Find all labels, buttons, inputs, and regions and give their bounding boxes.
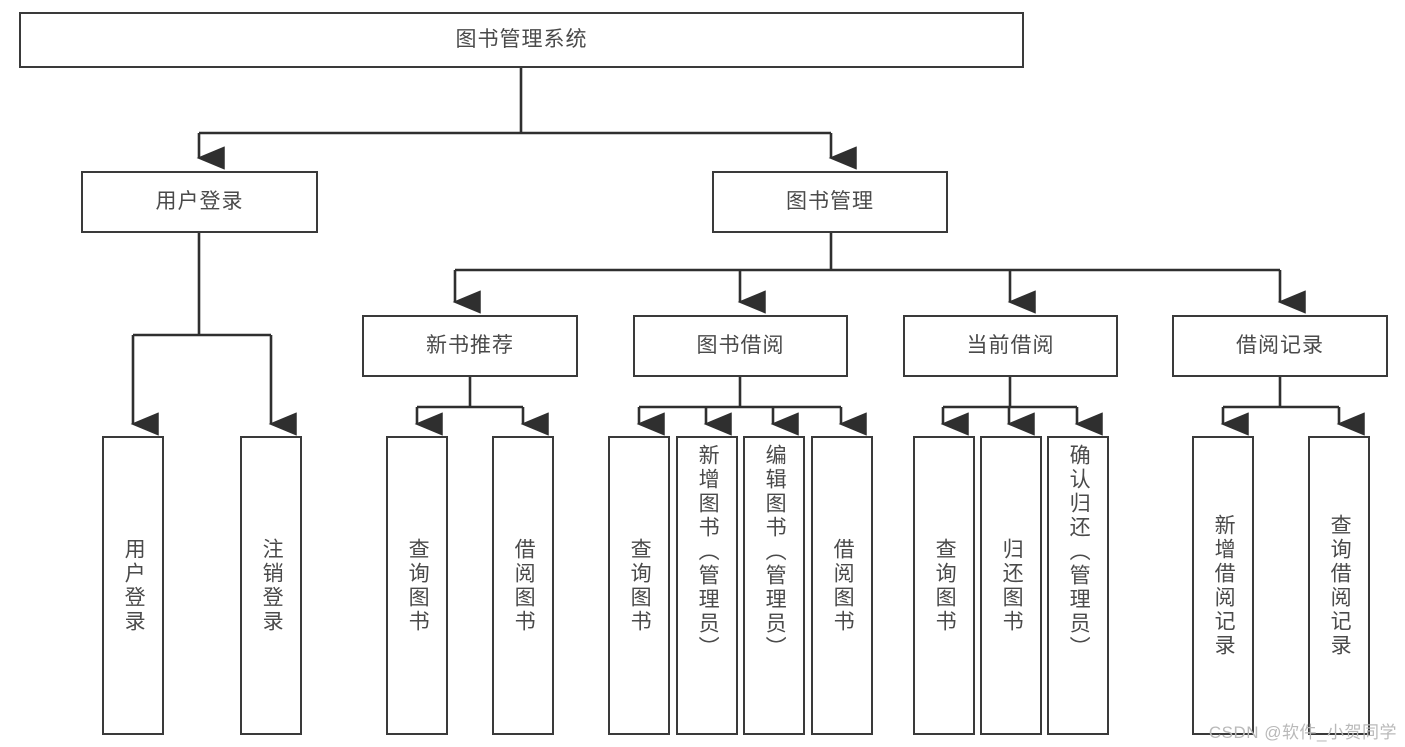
node-borrow-record[interactable]: 借阅记录 — [1172, 315, 1388, 377]
leaf-book-borrow-query[interactable]: 查询图书 — [608, 436, 670, 735]
leaf-user-login-login[interactable]: 用户登录 — [102, 436, 164, 735]
node-new-book-recommend[interactable]: 新书推荐 — [362, 315, 578, 377]
leaf-user-login-logout[interactable]: 注销登录 — [240, 436, 302, 735]
leaf-current-borrow-confirm-return[interactable]: 确认归还（管理员） — [1047, 436, 1109, 735]
leaf-book-borrow-add[interactable]: 新增图书（管理员） — [676, 436, 738, 735]
leaf-borrow-record-query[interactable]: 查询借阅记录 — [1308, 436, 1370, 735]
leaf-current-borrow-query[interactable]: 查询图书 — [913, 436, 975, 735]
leaf-book-borrow-borrow[interactable]: 借阅图书 — [811, 436, 873, 735]
watermark-text: CSDN @软件_小贺同学 — [1208, 723, 1397, 742]
node-current-borrow[interactable]: 当前借阅 — [903, 315, 1118, 377]
node-root-system[interactable]: 图书管理系统 — [19, 12, 1024, 68]
leaf-current-borrow-return[interactable]: 归还图书 — [980, 436, 1042, 735]
leaf-borrow-record-add[interactable]: 新增借阅记录 — [1192, 436, 1254, 735]
node-book-management[interactable]: 图书管理 — [712, 171, 948, 233]
leaf-book-borrow-edit[interactable]: 编辑图书（管理员） — [743, 436, 805, 735]
leaf-new-book-query[interactable]: 查询图书 — [386, 436, 448, 735]
node-user-login[interactable]: 用户登录 — [81, 171, 318, 233]
leaf-new-book-borrow[interactable]: 借阅图书 — [492, 436, 554, 735]
node-book-borrow[interactable]: 图书借阅 — [633, 315, 848, 377]
